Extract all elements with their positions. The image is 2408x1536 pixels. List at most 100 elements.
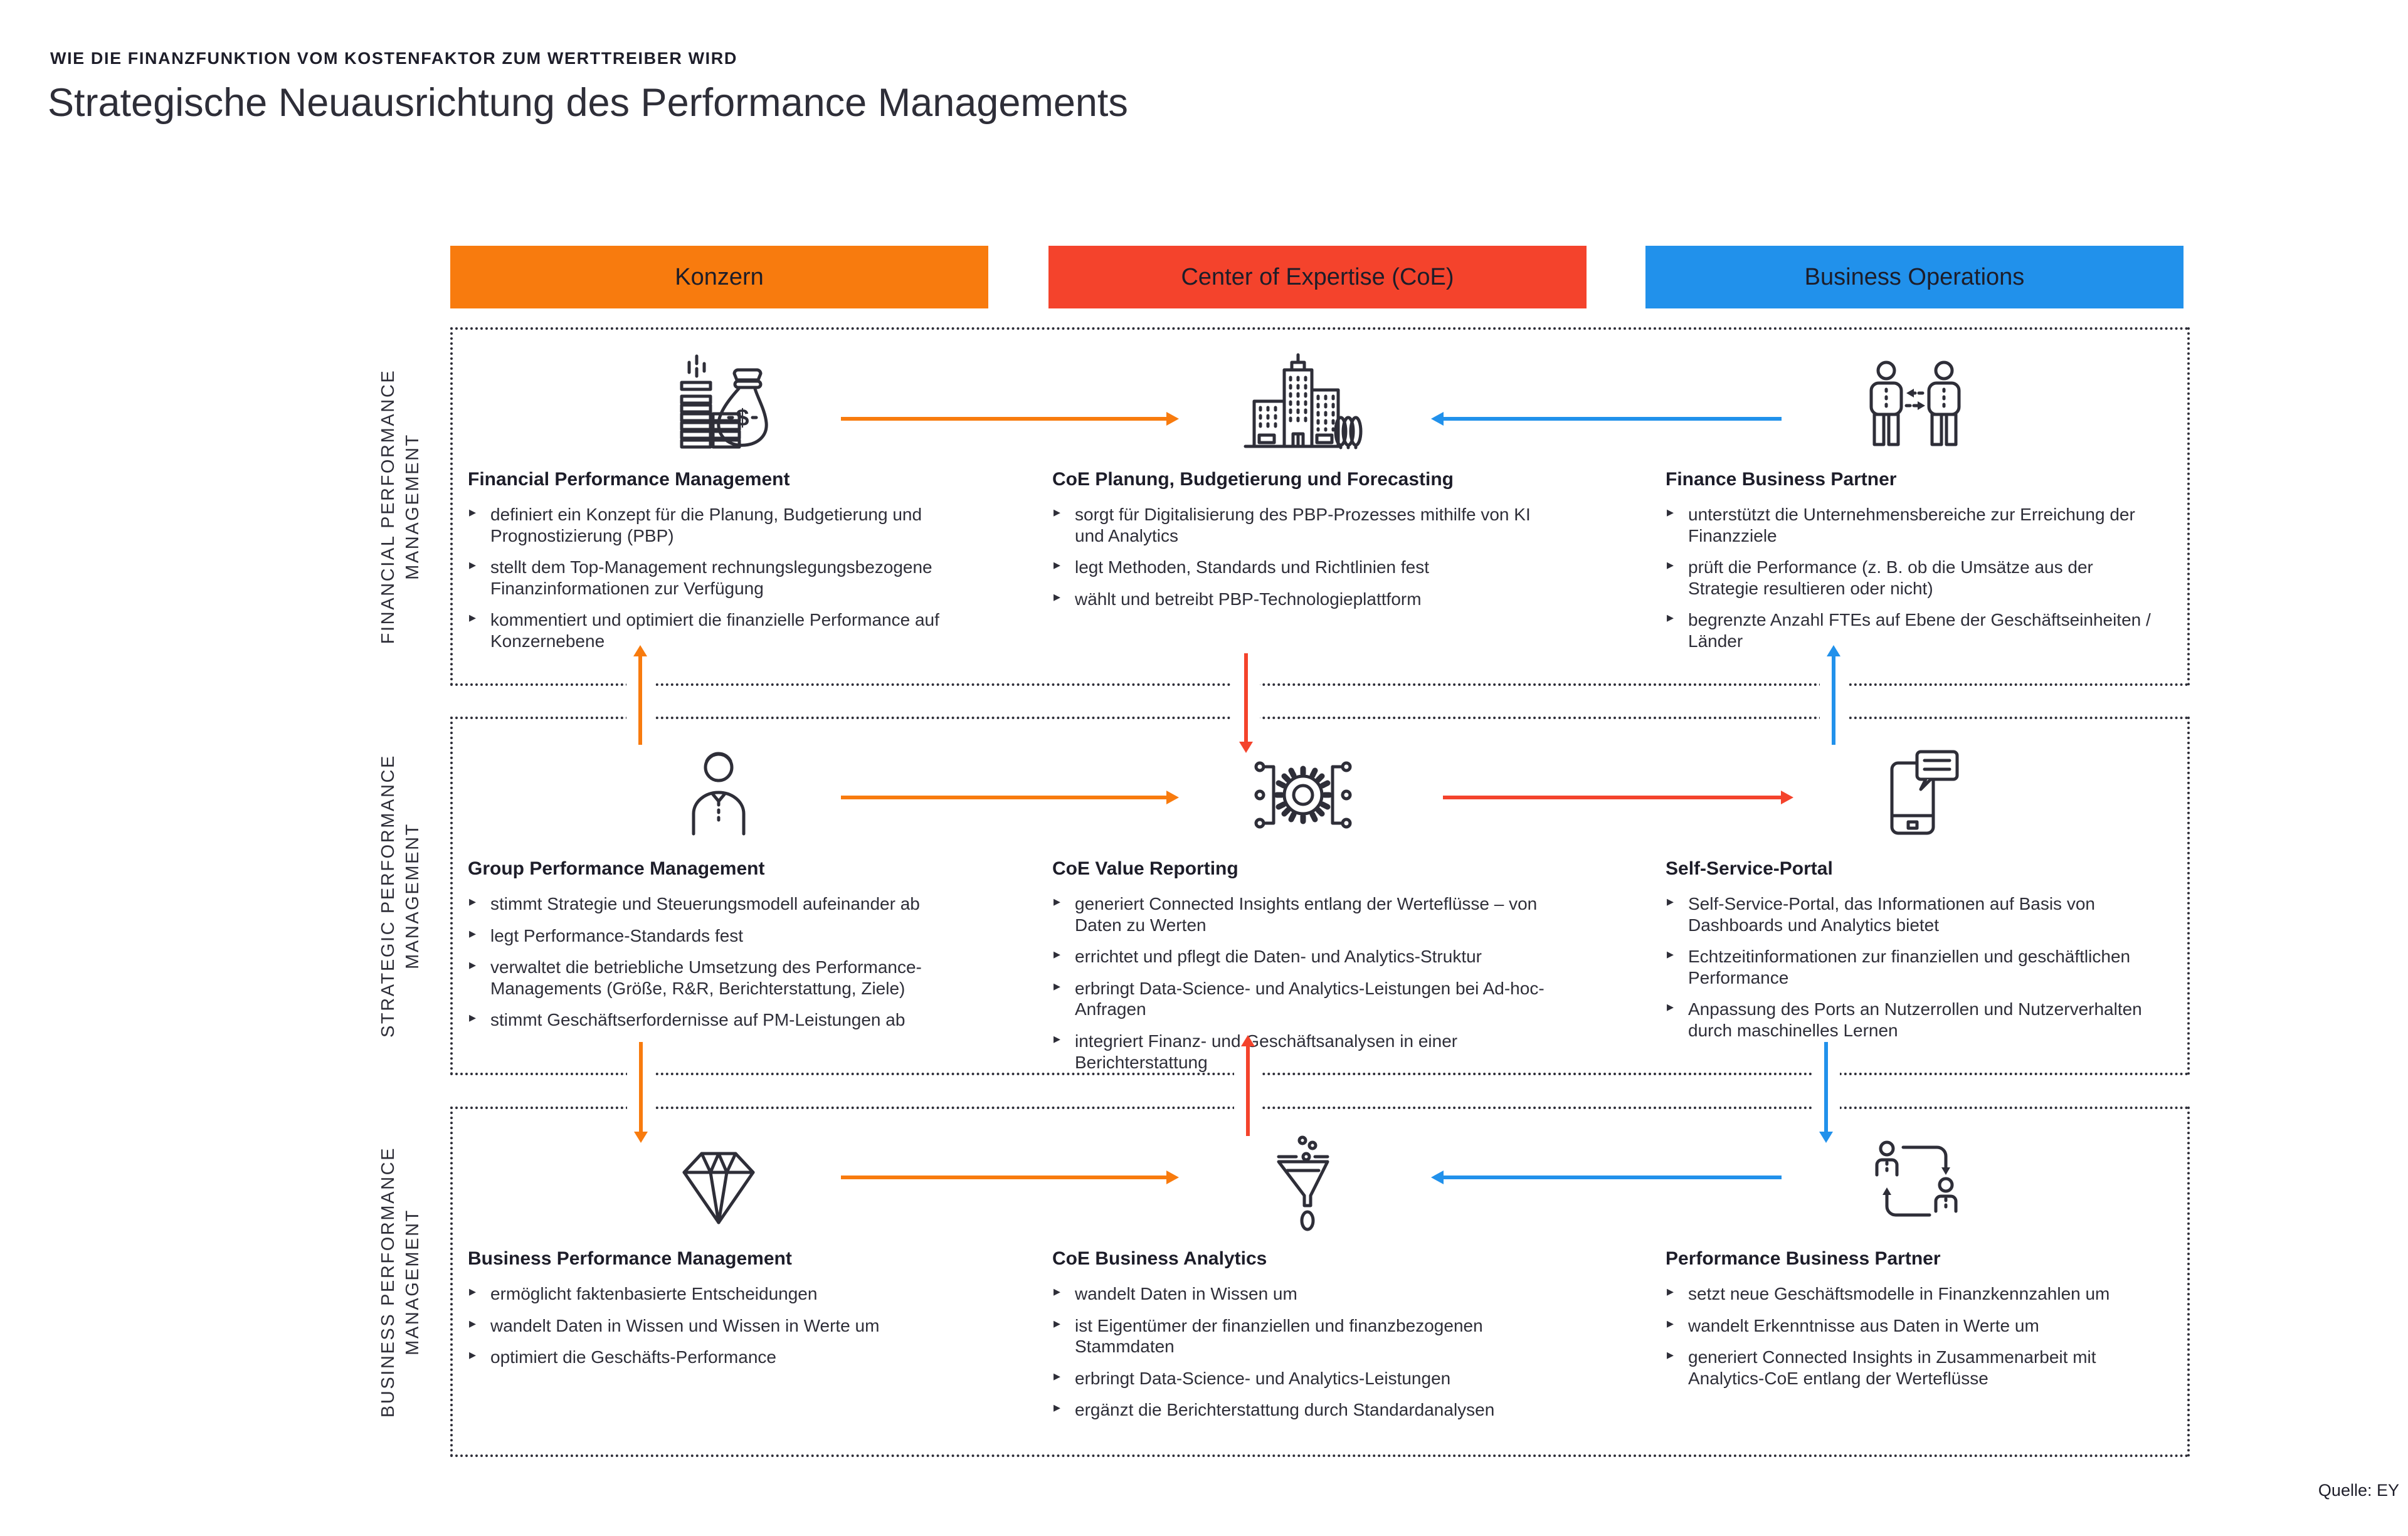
bullet-item: ▸ wandelt Daten in Wissen um bbox=[1052, 1283, 1554, 1305]
bullet-text: legt Performance-Standards fest bbox=[490, 925, 744, 945]
bullet-icon: ▸ bbox=[1054, 893, 1061, 909]
bullet-item: ▸ wandelt Daten in Wissen und Wissen in W… bbox=[468, 1315, 969, 1337]
bullet-icon: ▸ bbox=[1054, 588, 1061, 604]
row-label-business-performance: BUSINESS PERFORMANCE MANAGEMENT bbox=[376, 1100, 433, 1464]
arrow-row1-konzern-to-coe bbox=[841, 412, 1179, 426]
bullet-item: ▸ optimiert die Geschäfts-Performance bbox=[468, 1347, 969, 1368]
bullet-icon: ▸ bbox=[1667, 504, 1674, 520]
bullet-item: ▸stimmt Strategie und Steuerungsmodell a… bbox=[468, 893, 969, 915]
bullet-text: erbringt Data-Science- und Analytics-Lei… bbox=[1075, 1368, 1451, 1388]
row-business-performance-box bbox=[450, 1107, 2190, 1457]
bullet-icon: ▸ bbox=[469, 504, 477, 520]
bullet-item: ▸stimmt Geschäftserfordernisse auf PM-Le… bbox=[468, 1009, 969, 1031]
bullet-text: verwaltet die betriebliche Umsetzung des… bbox=[490, 957, 922, 998]
bullet-item: ▸ prüft die Performance (z. B. ob die Ums… bbox=[1666, 557, 2167, 599]
bullet-text: optimiert die Geschäfts-Performance bbox=[490, 1347, 776, 1367]
cell-coe-planung-budgetierung-forecasting: CoE Planung, Budgetierung und Forecastin… bbox=[1052, 352, 1554, 620]
diamond-icon bbox=[468, 1132, 969, 1238]
cell-heading: Financial Performance Management bbox=[468, 469, 790, 490]
cell-heading: Business Performance Management bbox=[468, 1248, 792, 1269]
row-label-financial-performance: FINANCIAL PERFORMANCE MANAGEMENT bbox=[376, 325, 433, 688]
bullet-icon: ▸ bbox=[469, 1347, 477, 1363]
bullet-icon: ▸ bbox=[1054, 977, 1061, 994]
people-cycle-icon bbox=[1666, 1132, 2167, 1238]
bullet-text: ermöglicht faktenbasierte Entscheidungen bbox=[490, 1284, 818, 1303]
arrow-gap2-blue-down bbox=[1819, 1042, 1833, 1143]
people-exchange-icon bbox=[1666, 352, 2167, 459]
source-credit: Quelle: EY bbox=[2318, 1481, 2399, 1500]
bullet-item: ▸ermöglicht faktenbasierte Entscheidunge… bbox=[468, 1283, 969, 1305]
bullet-item: ▸ Self-Service-Portal, das Informationen … bbox=[1666, 893, 2167, 935]
row-label-line: MANAGEMENT bbox=[403, 433, 423, 580]
row-label-line: STRATEGIC PERFORMANCE bbox=[378, 754, 398, 1038]
bullet-text: ergänzt die Berichterstattung durch Stan… bbox=[1075, 1400, 1495, 1420]
cell-self-service-portal: Self-Service-Portal ▸Self-Service-Portal… bbox=[1666, 742, 2167, 1052]
bullet-item: ▸ generiert Connected Insights in Zusamme… bbox=[1666, 1347, 2167, 1389]
bullet-text: wandelt Erkenntnisse aus Daten in Werte … bbox=[1688, 1315, 2039, 1335]
bullet-item: ▸ erbringt Data-Science- und Analytics-Le… bbox=[1052, 978, 1554, 1020]
gear-process-icon bbox=[1052, 742, 1554, 848]
bullet-text: setzt neue Geschäftsmodelle in Finanzken… bbox=[1688, 1284, 2110, 1303]
bullet-text: unterstützt die Unternehmensbereiche zur… bbox=[1688, 505, 2135, 545]
cell-heading: CoE Business Analytics bbox=[1052, 1248, 1267, 1269]
arrow-gap2-red-up bbox=[1241, 1035, 1255, 1136]
bullet-text: legt Methoden, Standards und Richtlinien… bbox=[1075, 557, 1430, 577]
bullet-text: wandelt Daten in Wissen und Wissen in We… bbox=[490, 1315, 880, 1335]
bullet-item: ▸kommentiert und optimiert die finanziel… bbox=[468, 609, 969, 651]
column-header-business-operations: Business Operations bbox=[1645, 246, 2184, 308]
cell-business-performance-management: Business Performance Management ▸ ermögli… bbox=[468, 1132, 969, 1379]
bullet-text: sorgt für Digitalisierung des PBP-Prozes… bbox=[1075, 505, 1531, 545]
cell-heading: Group Performance Management bbox=[468, 858, 765, 879]
bullet-item: ▸stellt dem Top-Management rechnungslegu… bbox=[468, 557, 969, 599]
cell-coe-business-analytics: CoE Business Analytics ▸ wandelt Daten in… bbox=[1052, 1132, 1554, 1431]
bullet-text: generiert Connected Insights entlang der… bbox=[1075, 894, 1538, 935]
bullet-icon: ▸ bbox=[1054, 1315, 1061, 1331]
bullet-icon: ▸ bbox=[1667, 1315, 1674, 1331]
row-strategic-performance-box bbox=[450, 717, 2190, 1075]
bullet-icon: ▸ bbox=[469, 609, 477, 626]
bullet-text: stellt dem Top-Management rechnungslegun… bbox=[490, 557, 932, 598]
bullet-icon: ▸ bbox=[1054, 1283, 1061, 1299]
row-label-line: FINANCIAL PERFORMANCE bbox=[378, 369, 398, 644]
bullet-text: wählt und betreibt PBP-Technologieplattf… bbox=[1075, 589, 1422, 609]
bullet-item: ▸Anpassung des Ports an Nutzerrollen und… bbox=[1666, 999, 2167, 1041]
bullet-icon: ▸ bbox=[1667, 1347, 1674, 1363]
bullet-item: ▸definiert ein Konzept für die Planung, … bbox=[468, 504, 969, 546]
cell-group-performance-management: Group Performance Management ▸stimmt Str… bbox=[468, 742, 969, 1041]
bullet-icon: ▸ bbox=[1667, 609, 1674, 626]
bullet-icon: ▸ bbox=[1667, 557, 1674, 573]
cell-heading: CoE Value Reporting bbox=[1052, 858, 1238, 879]
bullet-icon: ▸ bbox=[1054, 504, 1061, 520]
bullet-list: ▸ ermöglicht faktenbasierte Entscheidunge… bbox=[468, 1283, 969, 1368]
bullet-text: integriert Finanz- und Geschäftsanalysen… bbox=[1075, 1031, 1458, 1072]
bullet-text: Self-Service-Portal, das Informationen a… bbox=[1688, 894, 2095, 935]
bullet-text: generiert Connected Insights in Zusammen… bbox=[1688, 1347, 2096, 1388]
bullet-item: ▸verwaltet die betriebliche Umsetzung de… bbox=[468, 957, 969, 999]
bullet-item: ▸ wählt und betreibt PBP-Technologieplatt… bbox=[1052, 589, 1554, 610]
city-buildings-icon bbox=[1052, 352, 1554, 459]
bullet-item: ▸ wandelt Erkenntnisse aus Daten in Werte… bbox=[1666, 1315, 2167, 1337]
bullet-icon: ▸ bbox=[469, 925, 477, 941]
bullet-text: erbringt Data-Science- und Analytics-Lei… bbox=[1075, 978, 1545, 1019]
cell-performance-business-partner: Performance Business Partner ▸ setzt neue… bbox=[1666, 1132, 2167, 1399]
bullet-list: ▸ setzt neue Geschäftsmodelle in Finanzke… bbox=[1666, 1283, 2167, 1389]
bullet-text: stimmt Geschäftserfordernisse auf PM-Lei… bbox=[490, 1010, 906, 1030]
row-label-strategic-performance: STRATEGIC PERFORMANCE MANAGEMENT bbox=[376, 714, 433, 1078]
bullet-text: prüft die Performance (z. B. ob die Umsä… bbox=[1688, 557, 2093, 598]
bullet-item: ▸ legt Performance-Standards fest bbox=[468, 925, 969, 947]
bullet-icon: ▸ bbox=[1054, 1367, 1061, 1384]
cell-heading: Performance Business Partner bbox=[1666, 1248, 1941, 1269]
bullet-item: ▸ generiert Connected Insights entlang de… bbox=[1052, 893, 1554, 935]
bullet-icon: ▸ bbox=[469, 1315, 477, 1331]
arrow-row2-coe-to-business-ops bbox=[1443, 791, 1793, 804]
arrow-row1-business-ops-to-coe bbox=[1431, 412, 1782, 426]
bullet-list: ▸ unterstützt die Unternehmensbereiche zu… bbox=[1666, 504, 2167, 652]
row-label-line: BUSINESS PERFORMANCE bbox=[378, 1146, 398, 1418]
portal-device-icon bbox=[1666, 742, 2167, 848]
bullet-item: ▸integriert Finanz- und Geschäftsanalyse… bbox=[1052, 1031, 1554, 1073]
arrow-row3-konzern-to-coe bbox=[841, 1170, 1179, 1184]
arrow-row2-konzern-to-coe bbox=[841, 791, 1179, 804]
bullet-icon: ▸ bbox=[1667, 893, 1674, 909]
bullet-text: wandelt Daten in Wissen um bbox=[1075, 1284, 1297, 1303]
arrow-gap1-blue-up bbox=[1827, 645, 1840, 745]
